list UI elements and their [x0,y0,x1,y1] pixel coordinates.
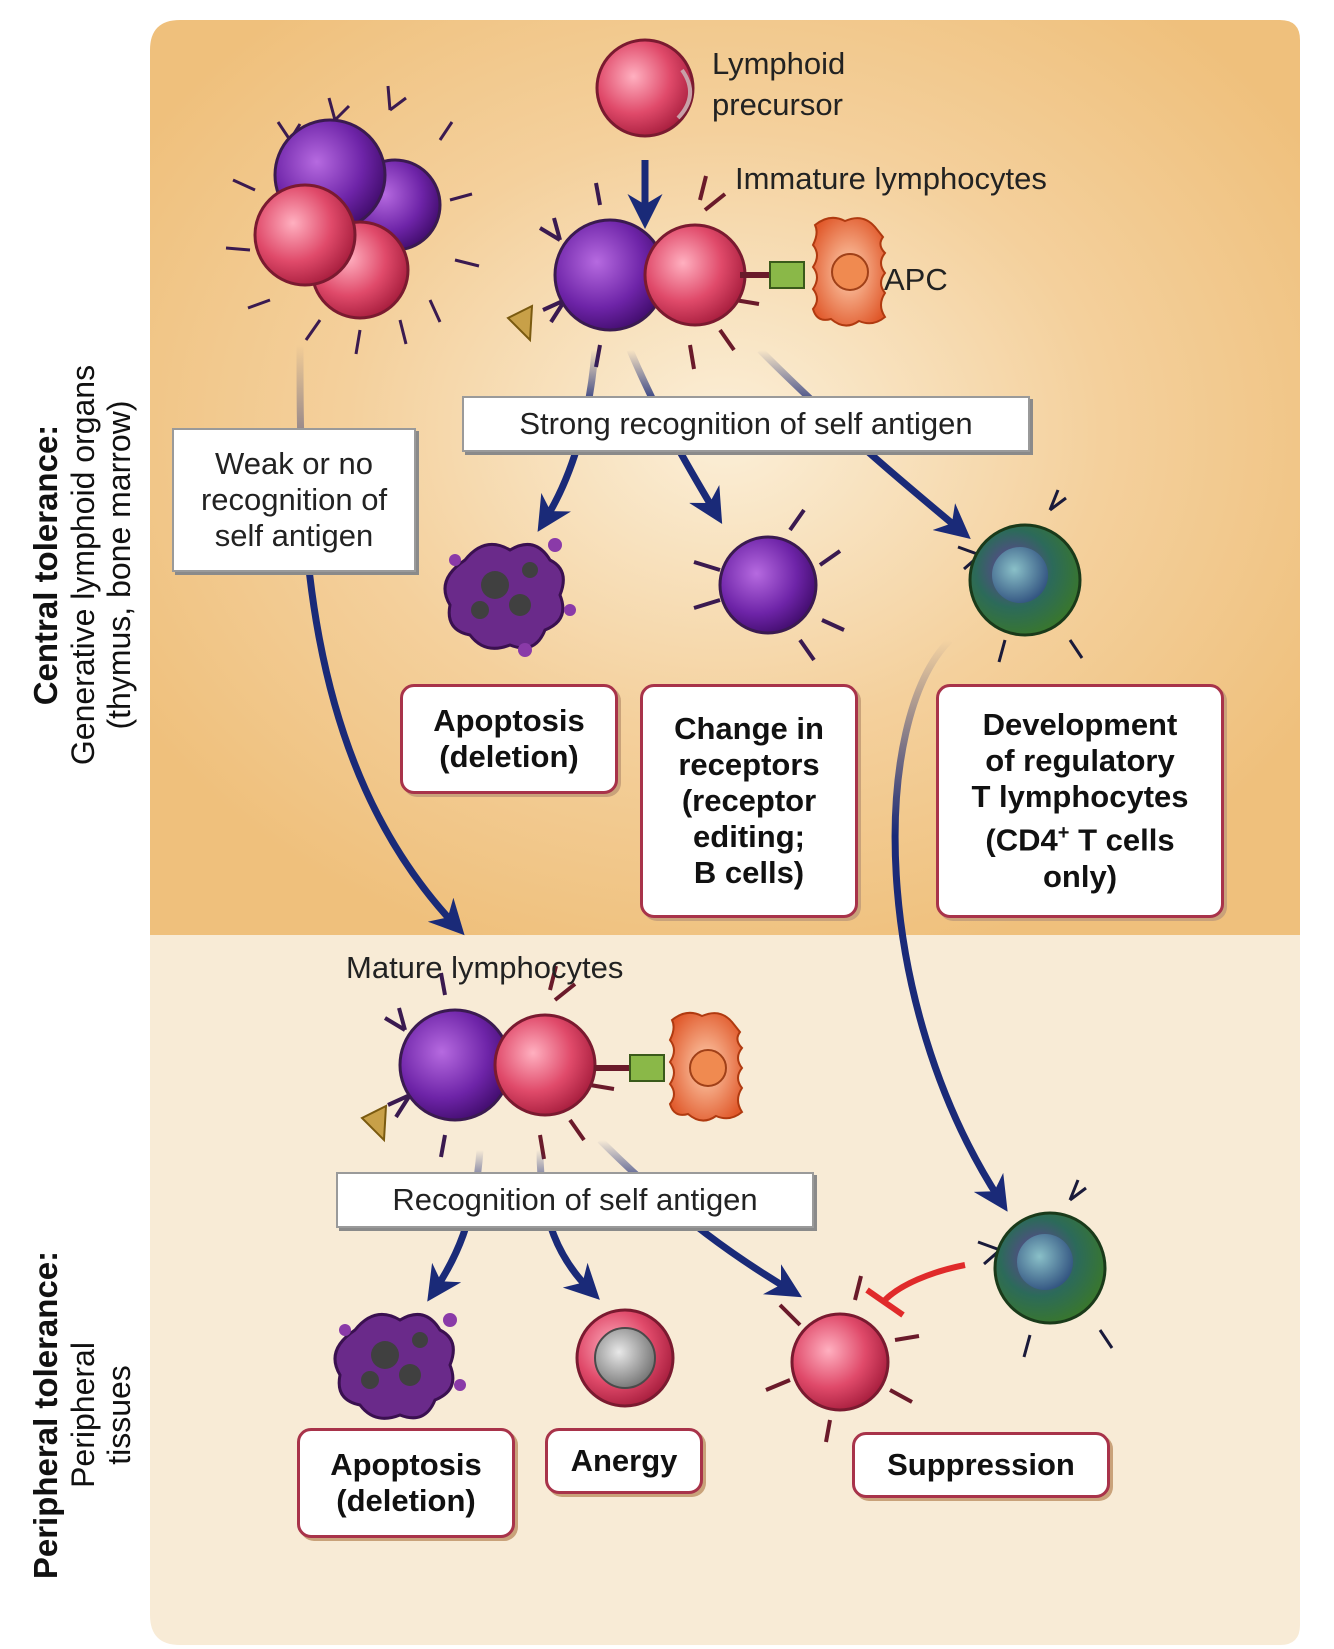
treg-development-text-post: T cells only) [1042,822,1175,894]
peripheral-tolerance-label: Peripheral tolerance: Peripheral tissues [2,1251,162,1579]
anergy-outcome: Anergy [545,1428,703,1494]
weak-recognition-arrow [296,344,465,936]
antigen-triangle [506,304,534,343]
suppression-outcome: Suppression [852,1432,1110,1498]
peripheral-tolerance-subtitle-1: Peripheral [65,1342,102,1488]
treg-development-outcome: Development of regulatory T lymphocytes … [936,684,1224,918]
central-tolerance-subtitle-1: Generative lymphoid organs [65,364,101,766]
receptor-editing-outcome: Change in receptors (receptor editing; B… [640,684,858,918]
immature-lymphocyte-pair [506,175,887,370]
regulatory-t-cell-central [957,489,1084,663]
central-tolerance-subtitle-2: (thymus, bone marrow) [101,400,137,730]
peripheral-tolerance-title: Peripheral tolerance: [27,1250,65,1580]
immature-lymphocytes-label: Immature lymphocytes [735,161,1047,196]
receptor-edited-cell [693,508,845,662]
suppressed-cell [765,1275,920,1443]
weak-recognition-box: Weak or no recognition of self antigen [172,428,416,572]
lymphoid-precursor-label-1: Lymphoid [712,46,846,81]
treg-migration-arrow [891,637,1008,1212]
central-tolerance-label: Central tolerance: Generative lymphoid o… [2,355,162,775]
lymphoid-precursor-cell [595,38,695,138]
central-tolerance-title: Central tolerance: [27,424,64,706]
lymphocyte-cluster [225,85,480,355]
mature-lymphocyte-pair [360,965,744,1160]
peripheral-apoptosis-outcome: Apoptosis (deletion) [297,1428,515,1538]
lymphoid-precursor-label-2: precursor [712,87,843,122]
central-apoptosis-outcome: Apoptosis (deletion) [400,684,618,794]
peripheral-tolerance-subtitle-2: tissues [101,1365,138,1465]
treg-development-text-pre: Development of regulatory T lymphocytes … [971,707,1189,858]
arrow-to-suppression [597,1137,803,1298]
strong-recognition-box: Strong recognition of self antigen [462,396,1030,452]
anergic-cell [575,1308,675,1408]
treg-superscript: + [1057,822,1070,845]
mature-lymphocytes-label: Mature lymphocytes [346,950,624,985]
peripheral-apoptotic-cell [333,1312,466,1420]
peripheral-recognition-box: Recognition of self antigen [336,1172,814,1228]
inhibition-arrow [865,1262,966,1318]
apc-label: APC [884,262,948,297]
regulatory-t-cell-peripheral [977,1179,1114,1358]
central-apoptotic-cell [443,538,576,657]
